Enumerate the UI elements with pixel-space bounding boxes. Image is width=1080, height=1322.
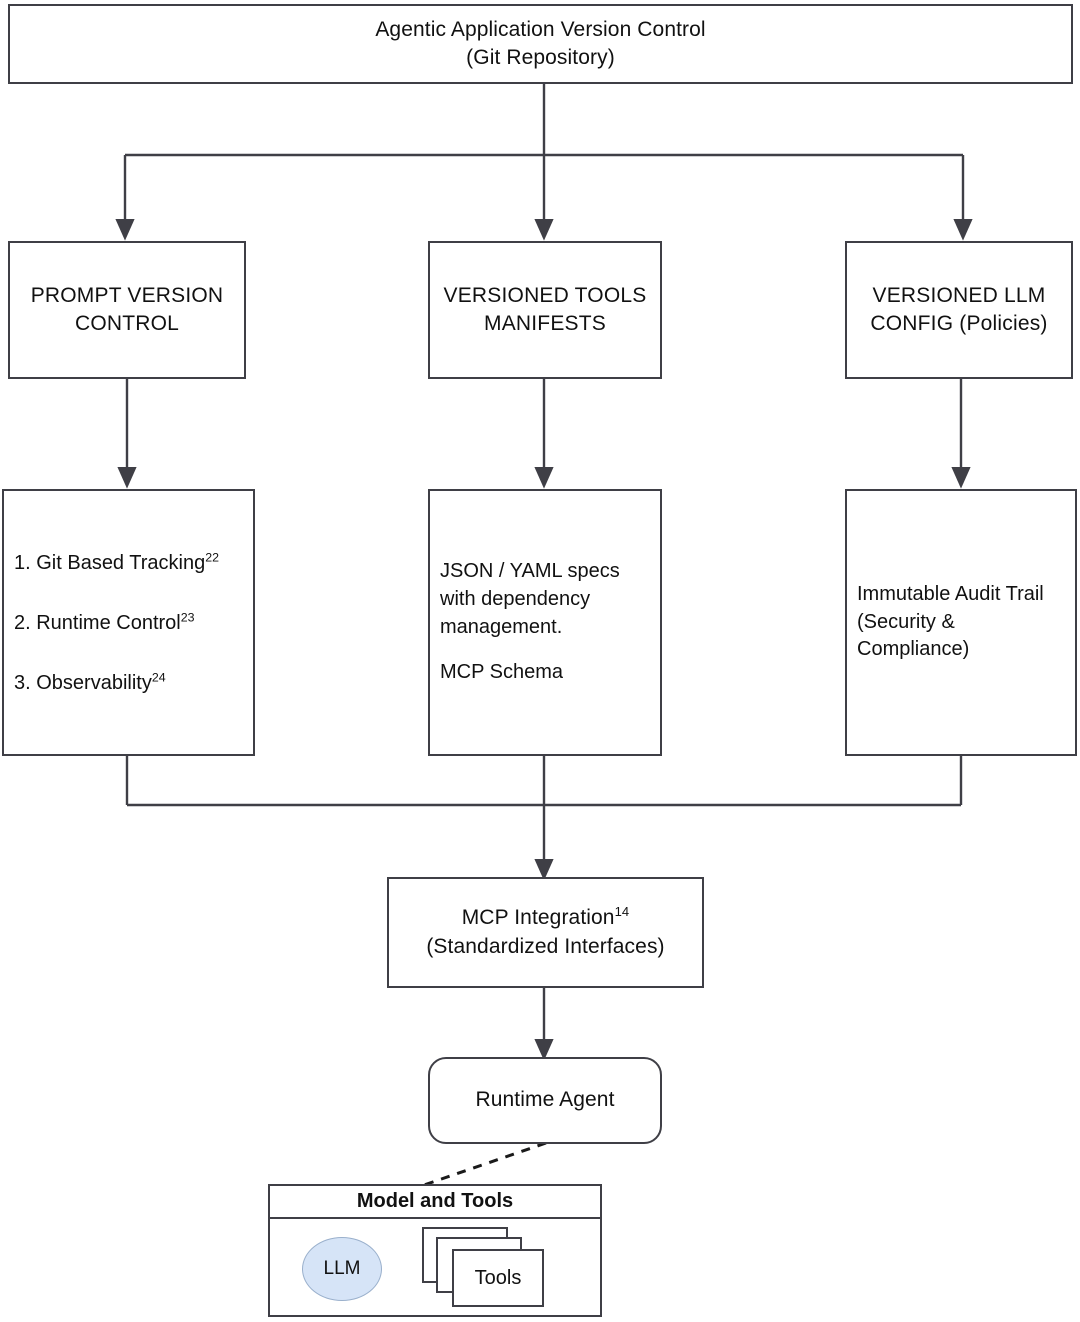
root-title-line2: (Git Repository): [466, 46, 615, 69]
col3-detail-line3: Compliance): [857, 638, 970, 661]
tools-stack-icon[interactable]: Tools: [422, 1227, 552, 1311]
runtime-agent-to-model-tools-dashed-link: [423, 1141, 547, 1187]
paragraph-spacer: [440, 641, 650, 659]
mcp-line1-ref: 14: [614, 904, 630, 920]
runtime-agent-label: Runtime Agent: [475, 1088, 615, 1112]
detail-item-2: 2. Runtime Control23: [14, 610, 243, 636]
node-prompt-version-control-details[interactable]: 1. Git Based Tracking22 2. Runtime Contr…: [2, 489, 255, 756]
col2-detail-paragraph-1: JSON / YAML specs with dependency manage…: [440, 560, 620, 638]
node-prompt-version-control[interactable]: PROMPT VERSION CONTROL: [8, 241, 246, 379]
node-tools-manifest-details[interactable]: JSON / YAML specs with dependency manage…: [428, 489, 662, 756]
node-model-and-tools[interactable]: Model and Tools LLM Tools: [268, 1184, 602, 1317]
root-title-line1: Agentic Application Version Control: [375, 17, 706, 41]
node-runtime-agent[interactable]: Runtime Agent: [428, 1057, 662, 1144]
col3-header-line1: VERSIONED LLM: [872, 283, 1046, 307]
col1-header-line2: CONTROL: [74, 312, 180, 335]
detail-item-2-ref: 23: [180, 609, 195, 624]
col3-detail-line2: (Security &: [857, 610, 955, 633]
detail-item-3: 3. Observability24: [14, 670, 243, 696]
col2-detail-paragraph-2: MCP Schema: [440, 661, 564, 684]
col1-header-line1: PROMPT VERSION: [30, 283, 224, 307]
col3-detail-line1: Immutable Audit Trail: [857, 583, 1044, 606]
node-mcp-integration[interactable]: MCP Integration14 (Standardized Interfac…: [387, 877, 704, 988]
model-and-tools-header: Model and Tools: [270, 1186, 600, 1219]
mcp-line1: MCP Integration14: [399, 904, 692, 932]
col2-header-line1: VERSIONED TOOLS: [443, 283, 647, 307]
detail-item-1-ref: 22: [205, 549, 219, 564]
mcp-line1-text: MCP Integration: [461, 906, 615, 930]
detail-item-3-text: 3. Observability: [14, 671, 152, 694]
llm-label: LLM: [323, 1258, 361, 1279]
node-versioned-llm-config[interactable]: VERSIONED LLM CONFIG (Policies): [845, 241, 1073, 379]
llm-node[interactable]: LLM: [302, 1237, 382, 1301]
node-immutable-audit-trail[interactable]: Immutable Audit Trail (Security & Compli…: [845, 489, 1077, 756]
tools-card-front: Tools: [452, 1249, 544, 1307]
detail-item-1-text: 1. Git Based Tracking: [14, 551, 206, 574]
tools-label: Tools: [474, 1266, 522, 1289]
detail-item-3-ref: 24: [151, 669, 166, 684]
node-agentic-application-version-control[interactable]: Agentic Application Version Control (Git…: [8, 4, 1073, 84]
col2-header-line2: MANIFESTS: [484, 312, 606, 335]
col3-header-line2: CONFIG (Policies): [870, 312, 1048, 335]
mcp-line2: (Standardized Interfaces): [426, 934, 665, 958]
detail-item-1: 1. Git Based Tracking22: [14, 550, 243, 576]
node-versioned-tools-manifests[interactable]: VERSIONED TOOLS MANIFESTS: [428, 241, 662, 379]
model-and-tools-body: LLM Tools: [270, 1219, 600, 1315]
detail-item-2-text: 2. Runtime Control: [14, 611, 181, 634]
